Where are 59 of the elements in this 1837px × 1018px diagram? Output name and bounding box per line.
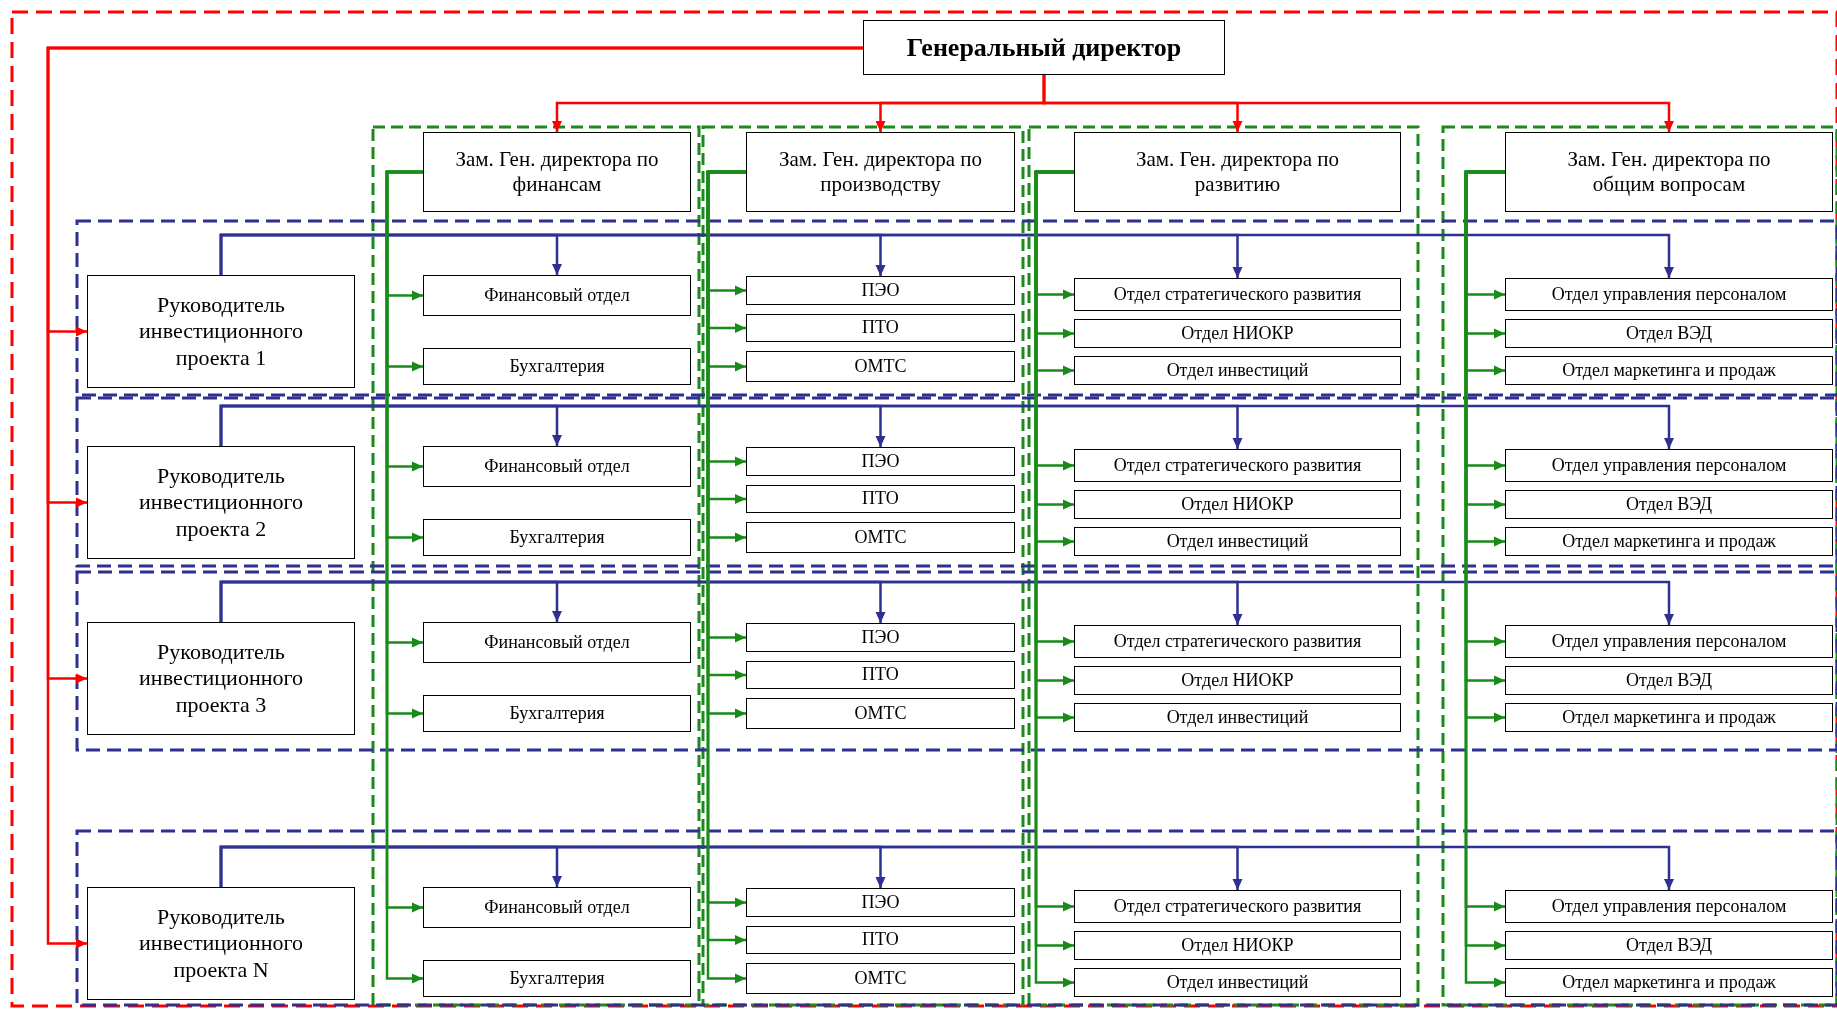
department-box: Отдел маркетинга и продаж	[1505, 527, 1833, 556]
department-box: Отдел стратегического развития	[1074, 278, 1401, 311]
department-box: Отдел инвестиций	[1074, 527, 1401, 556]
department-box: ПЭО	[746, 623, 1015, 652]
deputy-box: Зам. Ген. директора по развитию	[1074, 132, 1401, 212]
arrow	[219, 404, 1674, 449]
arrow	[219, 580, 1674, 625]
department-box: Отдел инвестиций	[1074, 968, 1401, 997]
department-box: Отдел инвестиций	[1074, 356, 1401, 385]
department-box: ПТО	[746, 314, 1015, 342]
arrow	[1042, 75, 1674, 132]
department-box: ПТО	[746, 485, 1015, 513]
department-box: Отдел стратегического развития	[1074, 625, 1401, 658]
department-box: Отдел ВЭД	[1505, 319, 1833, 348]
department-box: Отдел ВЭД	[1505, 666, 1833, 695]
department-box: Бухгалтерия	[423, 960, 691, 997]
department-box: Отдел управления персоналом	[1505, 278, 1833, 311]
department-box: ОМТС	[746, 963, 1015, 994]
deputy-box: Зам. Ген. директора по общим вопросам	[1505, 132, 1833, 212]
department-box: ПТО	[746, 926, 1015, 954]
arrow	[219, 233, 1674, 278]
department-box: Отдел инвестиций	[1074, 703, 1401, 732]
department-box: Бухгалтерия	[423, 348, 691, 385]
department-box: Отдел управления персоналом	[1505, 625, 1833, 658]
department-box: Отдел маркетинга и продаж	[1505, 356, 1833, 385]
department-box: ПТО	[746, 661, 1015, 689]
department-box: Финансовый отдел	[423, 887, 691, 928]
department-box: Бухгалтерия	[423, 695, 691, 732]
project-leader-box: Руководитель инвестиционного проекта 3	[87, 622, 355, 735]
arrow	[219, 845, 1674, 890]
department-box: Бухгалтерия	[423, 519, 691, 556]
department-box: Отдел НИОКР	[1074, 666, 1401, 695]
department-box: ПЭО	[746, 888, 1015, 917]
project-leader-box: Руководитель инвестиционного проекта N	[87, 887, 355, 1000]
project-leader-box: Руководитель инвестиционного проекта 2	[87, 446, 355, 559]
department-box: Отдел управления персоналом	[1505, 890, 1833, 923]
department-box: ПЭО	[746, 447, 1015, 476]
department-box: ПЭО	[746, 276, 1015, 305]
department-box: Отдел ВЭД	[1505, 490, 1833, 519]
department-box: ОМТС	[746, 698, 1015, 729]
deputy-box: Зам. Ген. директора по финансам	[423, 132, 691, 212]
department-box: Отдел маркетинга и продаж	[1505, 703, 1833, 732]
department-box: ОМТС	[746, 351, 1015, 382]
department-box: ОМТС	[746, 522, 1015, 553]
department-box: Отдел ВЭД	[1505, 931, 1833, 960]
arrow	[46, 46, 863, 949]
department-box: Отдел управления персоналом	[1505, 449, 1833, 482]
department-box: Финансовый отдел	[423, 446, 691, 487]
department-box: Отдел НИОКР	[1074, 490, 1401, 519]
deputy-box: Зам. Ген. директора по производству	[746, 132, 1015, 212]
department-box: Финансовый отдел	[423, 275, 691, 316]
department-box: Отдел НИОКР	[1074, 319, 1401, 348]
department-box: Отдел НИОКР	[1074, 931, 1401, 960]
project-leader-box: Руководитель инвестиционного проекта 1	[87, 275, 355, 388]
department-box: Отдел стратегического развития	[1074, 449, 1401, 482]
department-box: Отдел стратегического развития	[1074, 890, 1401, 923]
department-box: Финансовый отдел	[423, 622, 691, 663]
department-box: Отдел маркетинга и продаж	[1505, 968, 1833, 997]
director-box: Генеральный директор	[863, 20, 1225, 75]
